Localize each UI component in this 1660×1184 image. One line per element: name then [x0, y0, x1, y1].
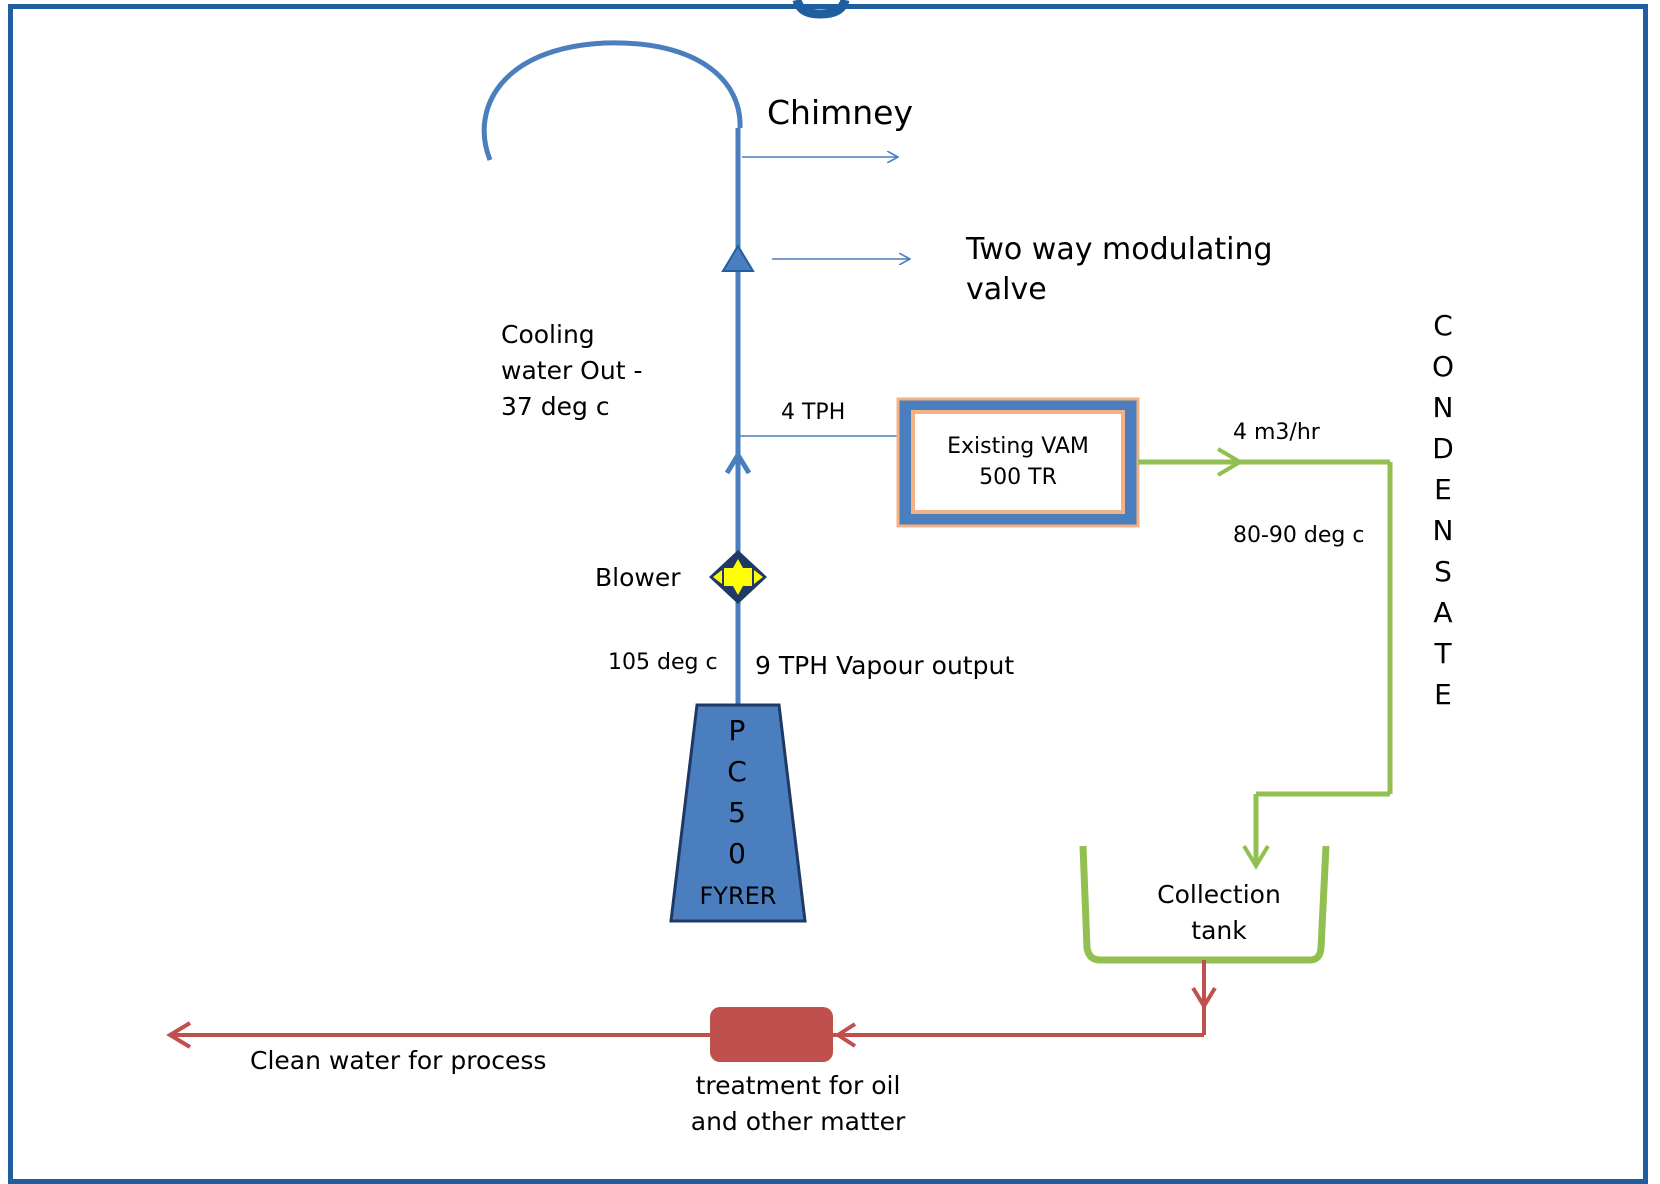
flow-rate-label: 4 m3/hr [1233, 420, 1320, 445]
clean-water-label: Clean water for process [250, 1046, 547, 1075]
treatment-unit [710, 1007, 833, 1062]
vam-line1: Existing VAM [947, 434, 1089, 459]
chimney-label: Chimney [767, 93, 914, 132]
treatment-label: treatment for oil and other matter [668, 1068, 928, 1140]
temp-105-label: 105 deg c [608, 650, 718, 675]
collection-tank-label: Collection tank [1133, 877, 1305, 949]
treatment-line2: and other matter [690, 1107, 906, 1136]
vam-label: Existing VAM 500 TR [913, 431, 1123, 493]
logo-fragment [792, 0, 850, 19]
tank-inlet-arrow-icon [1242, 844, 1270, 870]
pc50-vertical-label: P C 5 0 [727, 714, 747, 870]
vapour-output-label: 9 TPH Vapour output [755, 651, 1015, 680]
valve-label-line2: valve [966, 272, 1047, 307]
cooling-water-label: Cooling water Out - 37 deg c [501, 317, 642, 425]
cooling-line2: water Out - [501, 356, 643, 385]
collection-line1: Collection [1157, 880, 1281, 909]
clean-water-arrow-icon [166, 1021, 192, 1049]
valve-label-line1: Two way modulating [966, 232, 1273, 267]
vam-inner [911, 410, 1125, 514]
fyrer-label: FYRER [699, 882, 777, 910]
pc50-fyrer [669, 703, 807, 923]
flow-chevron-icon [724, 450, 752, 475]
condensate-arrow-icon [1216, 447, 1244, 477]
vam-line2: 500 TR [979, 465, 1057, 490]
condensate-vertical-label: C O N D E N S A T E [1431, 309, 1455, 711]
treatment-line1: treatment for oil [695, 1071, 901, 1100]
cooling-line1: Cooling [501, 320, 595, 349]
tank-outlet-arrow-icon [1191, 986, 1217, 1010]
condensate-temp-label: 80-90 deg c [1233, 523, 1365, 548]
blower-cross-icon [724, 559, 752, 595]
treatment-inlet-arrow-icon [834, 1022, 857, 1048]
blower-label: Blower [595, 563, 681, 592]
tph-4-label: 4 TPH [781, 400, 846, 425]
cooling-line3: 37 deg c [501, 392, 610, 421]
chimney-hook [481, 40, 743, 161]
valve-label: Two way modulating valve [966, 230, 1273, 310]
modulating-valve-icon [721, 244, 755, 272]
collection-line2: tank [1191, 916, 1247, 945]
